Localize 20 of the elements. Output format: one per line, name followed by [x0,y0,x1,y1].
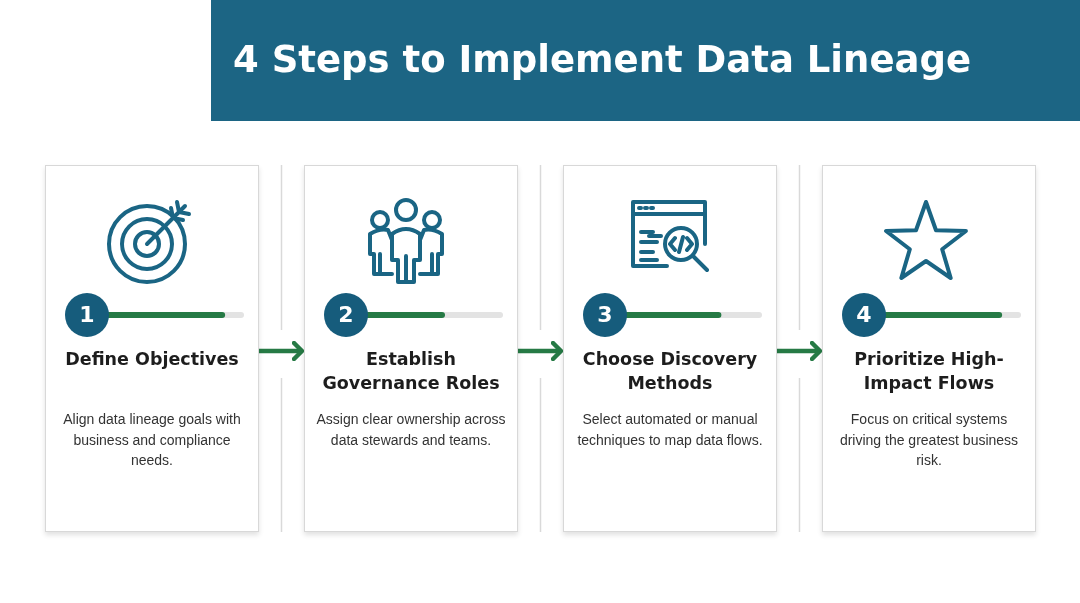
step-number: 2 [324,293,368,337]
step-description: Focus on critical systems driving the greatest business risk. [838,410,1020,470]
step-description: Select automated or manual techniques to map data flows. [576,410,764,450]
step-card [822,165,1036,532]
step-number: 1 [65,293,109,337]
arrow [518,340,564,362]
arrow [777,340,823,362]
step-card [563,165,777,532]
step-description: Assign clear ownership across data stewards and teams. [315,410,507,450]
step-card [45,165,259,532]
step-heading: Prioritize High-Impact Flows [853,348,1005,395]
step-number: 4 [842,293,886,337]
step-number: 3 [583,293,627,337]
step-heading: Define Objectives [64,348,240,371]
step-card [304,165,518,532]
arrow [259,340,305,362]
step-heading: Choose Discovery Methods [581,348,759,395]
step-description: Align data lineage goals with business and compliance needs. [62,410,242,470]
step-heading: Establish Governance Roles [321,348,501,395]
title: 4 Steps to Implement Data Lineage [233,38,972,81]
